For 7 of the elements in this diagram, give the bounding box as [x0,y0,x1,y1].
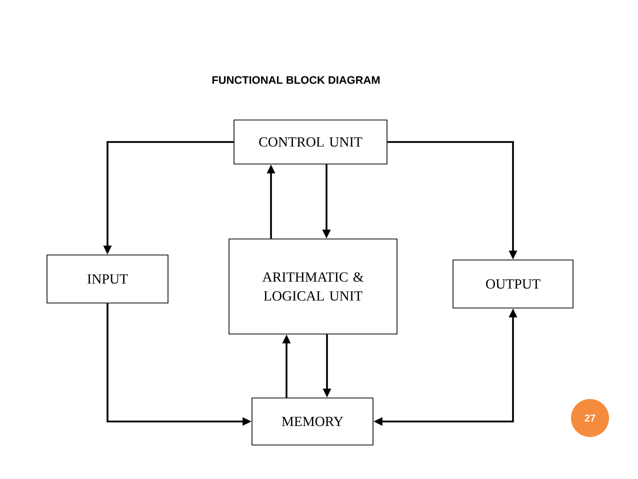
process-box: CONTROL UNIT [234,120,388,164]
heading: FUNCTIONAL BLOCK DIAGRAM [212,76,380,84]
page-number: 27 [571,399,609,437]
process-box: ARITHMATIC & LOGICAL UNIT [228,238,398,334]
process-box: OUTPUT [452,260,574,308]
process-box: MEMORY [252,398,374,446]
process-box: INPUT [46,254,168,304]
